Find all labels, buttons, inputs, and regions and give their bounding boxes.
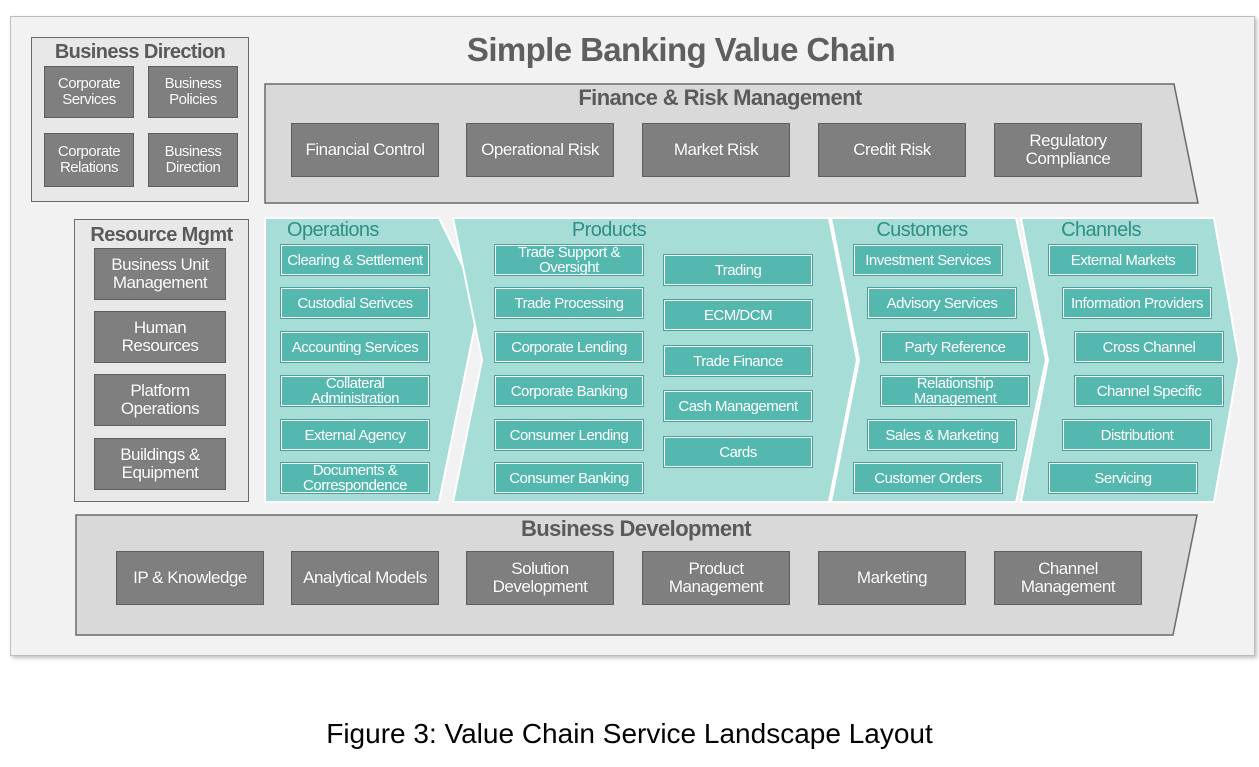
figure-caption: Figure 3: Value Chain Service Landscape …	[326, 718, 933, 749]
consumer-lending-box: Consumer Lending	[494, 419, 644, 451]
distribution-box: Distributiont	[1062, 419, 1212, 451]
ecm-dcm-box: ECM/DCM	[663, 299, 813, 331]
market-risk-box: Market Risk	[642, 123, 790, 177]
external-agency-box: External Agency	[280, 419, 430, 451]
cross-channel-box: Cross Channel	[1074, 331, 1224, 363]
operational-risk-box: Operational Risk	[466, 123, 614, 177]
resource-mgmt-title: Resource Mgmt	[90, 224, 233, 246]
cash-management-box: Cash Management	[663, 390, 813, 422]
channels-title: Channels	[1061, 219, 1141, 241]
product-management-box: Product Management	[642, 551, 790, 605]
collateral-administration-box: Collateral Administration	[280, 375, 430, 407]
credit-risk-box: Credit Risk	[818, 123, 966, 177]
products-title: Products	[571, 219, 647, 241]
trading-box: Trading	[663, 254, 813, 286]
cards-box: Cards	[663, 436, 813, 468]
marketing-box: Marketing	[818, 551, 966, 605]
trade-finance-box: Trade Finance	[663, 345, 813, 377]
business-policies-box: Business Policies	[148, 66, 238, 118]
buildings-equipment-box: Buildings & Equipment	[94, 438, 226, 490]
human-resources-box: Human Resources	[94, 311, 226, 363]
accounting-services-box: Accounting Services	[280, 331, 430, 363]
sales-marketing-box: Sales & Marketing	[867, 419, 1017, 451]
documents-correspondence-box: Documents & Correspondence	[280, 462, 430, 494]
trade-support-oversight-box: Trade Support & Oversight	[494, 244, 644, 276]
regulatory-compliance-box: Regulatory Compliance	[994, 123, 1142, 177]
corporate-banking-box: Corporate Banking	[494, 375, 644, 407]
analytical-models-box: Analytical Models	[291, 551, 439, 605]
diagram-title: Simple Banking Value Chain	[466, 31, 896, 68]
business-direction-title: Business Direction	[54, 41, 226, 63]
ip-knowledge-box: IP & Knowledge	[116, 551, 264, 605]
solution-development-box: Solution Development	[466, 551, 614, 605]
servicing-box: Servicing	[1048, 462, 1198, 494]
investment-services-box: Investment Services	[853, 244, 1003, 276]
channel-specific-box: Channel Specific	[1074, 375, 1224, 407]
finance-risk-title: Finance & Risk Management	[578, 85, 862, 110]
information-providers-box: Information Providers	[1062, 287, 1212, 319]
financial-control-box: Financial Control	[291, 123, 439, 177]
channel-management-box: Channel Management	[994, 551, 1142, 605]
trade-processing-box: Trade Processing	[494, 287, 644, 319]
external-markets-box: External Markets	[1048, 244, 1198, 276]
corporate-services-box: Corporate Services	[44, 66, 134, 118]
consumer-banking-box: Consumer Banking	[494, 462, 644, 494]
customers-title: Customers	[876, 219, 968, 241]
business-unit-management-box: Business Unit Management	[94, 248, 226, 300]
party-reference-box: Party Reference	[880, 331, 1030, 363]
business-development-panel	[75, 514, 1198, 636]
corporate-lending-box: Corporate Lending	[494, 331, 644, 363]
platform-operations-box: Platform Operations	[94, 374, 226, 426]
corporate-relations-box: Corporate Relations	[44, 133, 134, 187]
business-direction-box: Business Direction	[148, 133, 238, 187]
relationship-management-box: Relationship Management	[880, 375, 1030, 407]
advisory-services-box: Advisory Services	[867, 287, 1017, 319]
operations-title: Operations	[287, 219, 379, 241]
value-chain-diagram: Simple Banking Value Chain Business Dire…	[10, 16, 1255, 656]
custodial-services-box: Custodial Serivces	[280, 287, 430, 319]
customer-orders-box: Customer Orders	[853, 462, 1003, 494]
business-development-title: Business Development	[520, 516, 752, 541]
clearing-settlement-box: Clearing & Settlement	[280, 244, 430, 276]
